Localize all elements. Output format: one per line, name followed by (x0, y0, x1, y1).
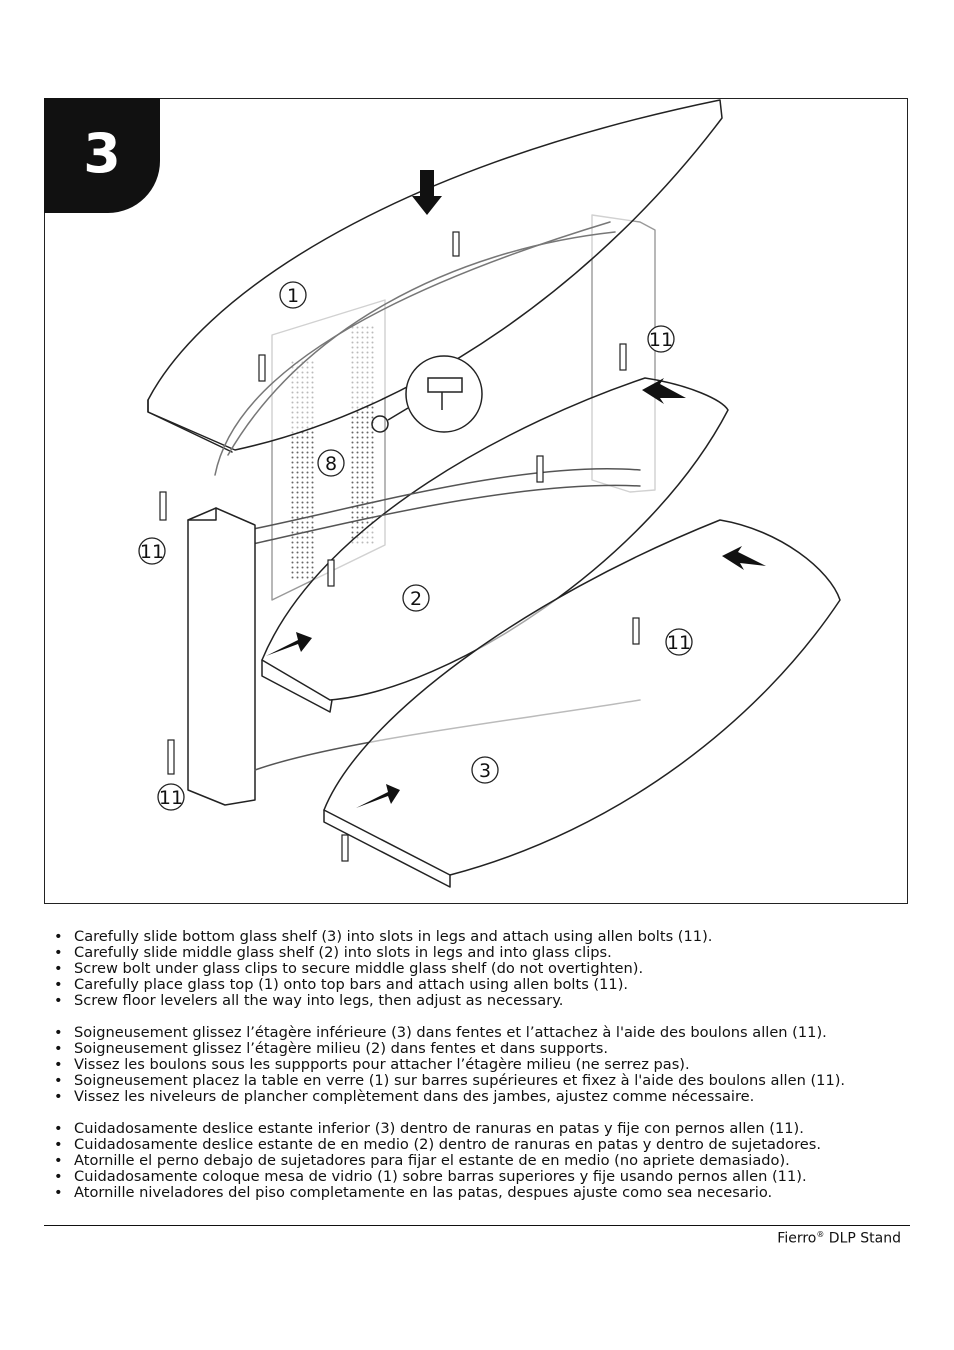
instruction-es-1: Cuidadosamente deslice estante inferior … (52, 1121, 922, 1138)
callout-bolt-bottom-left: 11 (159, 787, 183, 809)
instruction-es-3: Atornille el perno debajo de sujetadores… (52, 1153, 922, 1170)
step-number: 3 (83, 122, 121, 185)
instruction-fr-5: Vissez les niveleurs de plancher complèt… (52, 1089, 922, 1106)
instruction-en-5: Screw floor levelers all the way into le… (52, 993, 922, 1010)
callout-bolt-right: 11 (667, 632, 691, 654)
callout-glass-top: 1 (287, 285, 299, 307)
instruction-es-2: Cuidadosamente deslice estante de en med… (52, 1137, 922, 1154)
footer-trademark: ® (816, 1230, 825, 1239)
instruction-en-3: Screw bolt under glass clips to secure m… (52, 961, 922, 978)
assembly-illustration: 1 11 8 11 2 11 3 11 (138, 99, 841, 888)
clip-detail-circle (405, 355, 483, 433)
instruction-fr-1: Soigneusement glissez l’étagère inférieu… (52, 1025, 922, 1042)
direction-arrows (266, 170, 766, 808)
footer-product-suffix: DLP Stand (824, 1230, 901, 1247)
instruction-en-4: Carefully place glass top (1) onto top b… (52, 977, 922, 994)
front-left-leg (187, 507, 256, 806)
bolt-drawings (159, 231, 640, 862)
instruction-list: Carefully slide bottom glass shelf (3) i… (52, 929, 922, 1202)
callout-middle-shelf: 2 (410, 588, 422, 610)
glass-top-shape (147, 99, 723, 451)
callout-bolt-left: 11 (140, 541, 164, 563)
footer-rule (44, 1225, 910, 1226)
instruction-es-5: Atornille niveladores del piso completam… (52, 1185, 922, 1202)
instruction-fr-4: Soigneusement placez la table en verre (… (52, 1073, 922, 1090)
bottom-shelf-shape (323, 519, 841, 876)
callout-glass-clip: 8 (325, 453, 337, 475)
footer-product-name: Fierro (777, 1230, 817, 1247)
instruction-fr-3: Vissez les boulons sous les suppports po… (52, 1057, 922, 1074)
callout-bolt-top-right: 11 (649, 329, 673, 351)
footer-product-title: Fierro® DLP Stand (777, 1226, 901, 1248)
instruction-fr-2: Soigneusement glissez l’étagère milieu (… (52, 1041, 922, 1058)
instruction-es-4: Cuidadosamente coloque mesa de vidrio (1… (52, 1169, 922, 1186)
assembly-figure-frame (44, 98, 908, 904)
instruction-en-1: Carefully slide bottom glass shelf (3) i… (52, 929, 922, 946)
step-badge: 3 (44, 98, 160, 213)
instruction-en-2: Carefully slide middle glass shelf (2) i… (52, 945, 922, 962)
callout-bottom-shelf: 3 (479, 760, 491, 782)
